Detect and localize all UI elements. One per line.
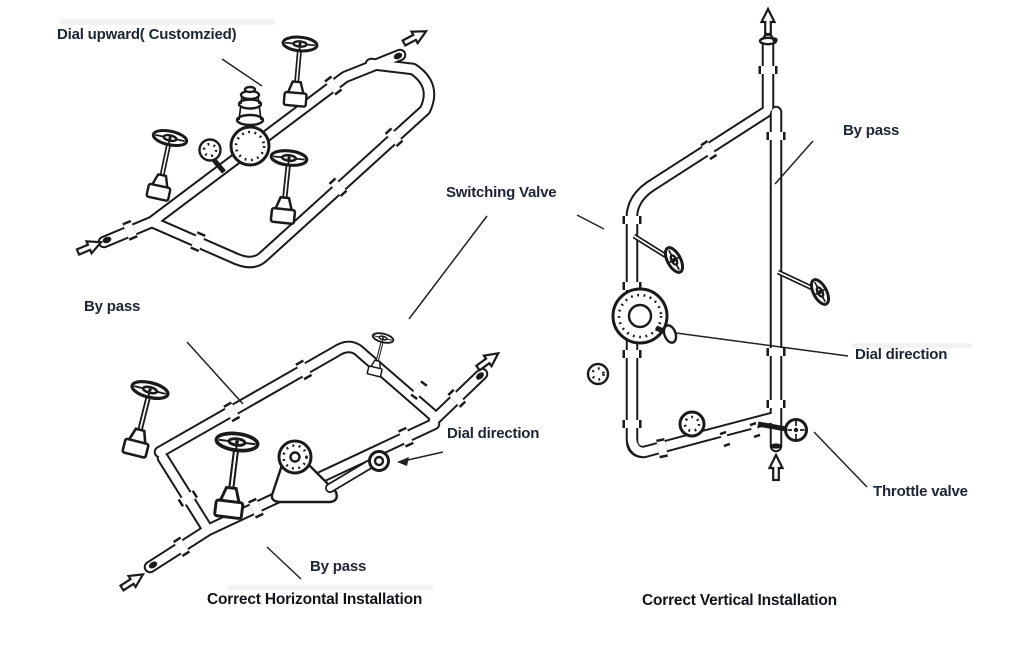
throttle-valve (719, 418, 808, 448)
leader-bypass-bottom (266, 546, 302, 580)
leader-bypass-vertical (774, 140, 814, 185)
water-meter-dial-right (611, 287, 678, 345)
pipe-open-end (476, 372, 484, 380)
vertical-assembly (586, 7, 834, 482)
flow-in-arrow-icon (768, 453, 784, 482)
switching-valve-side (632, 233, 688, 277)
flow-out-arrow-icon (760, 7, 776, 36)
pipe-open-end (770, 443, 782, 449)
leader-dial-direction-v (675, 332, 849, 357)
label-bypass-vertical: By pass (843, 122, 900, 139)
water-meter-dial-side (270, 439, 390, 504)
strainer-fitting (198, 138, 226, 174)
leader-dial-upward (221, 58, 263, 87)
label-switching-valve: Switching Valve (446, 184, 557, 201)
leader-switching-valve-left (408, 215, 488, 320)
flow-out-arrow-icon (399, 24, 431, 50)
label-bypass-horizontal-bottom: By pass (310, 558, 367, 575)
pipe-open-end (148, 561, 158, 569)
leader-lines (186, 58, 868, 580)
flow-out-arrow-icon (473, 346, 504, 375)
horizontal-assembly-correct (116, 329, 504, 595)
strainer-dome (678, 410, 706, 438)
leader-bypass-top (186, 341, 244, 405)
caption-vertical-installation: Correct Vertical Installation (642, 592, 837, 609)
pipe-open-end (102, 236, 112, 244)
scan-artifact (228, 585, 433, 590)
caption-horizontal-installation: Correct Horizontal Installation (207, 591, 423, 608)
leader-switching-valve-right (576, 214, 605, 230)
label-dial-direction-vertical: Dial direction (855, 346, 948, 363)
flow-in-arrow-icon (117, 567, 148, 595)
label-bypass-horizontal-top: By pass (84, 298, 141, 315)
pipe-open-end (393, 52, 403, 60)
water-meter-dial-up (229, 85, 271, 167)
leader-throttle-valve (813, 431, 868, 488)
horizontal-assembly-dial-upward (74, 24, 436, 269)
label-dial-direction-horizontal: Dial direction (447, 425, 540, 442)
leader-arrowhead (397, 457, 409, 466)
scan-artifact (60, 19, 275, 25)
bypass-valve-side (776, 269, 834, 309)
label-throttle-valve: Throttle valve (873, 483, 968, 500)
scan-artifact (852, 343, 972, 348)
gate-valve-handwheel (140, 128, 188, 202)
label-dial-upward: Dial upward( Customzied) (57, 26, 237, 43)
strainer-fitting (586, 362, 610, 386)
gate-valve-handwheel (264, 149, 307, 225)
